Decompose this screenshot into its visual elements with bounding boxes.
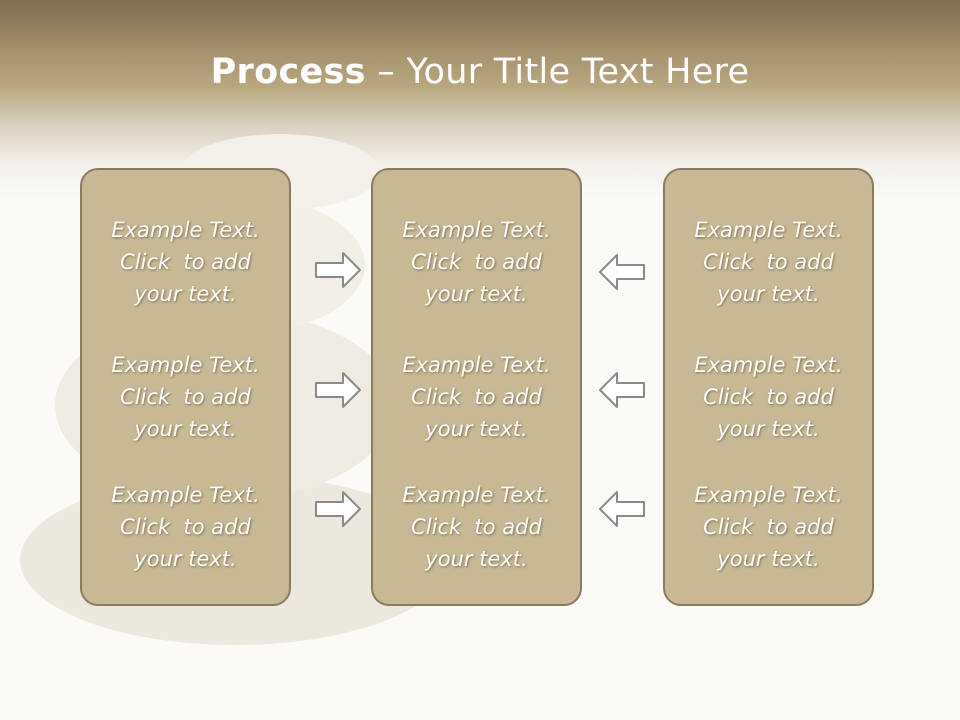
text-line: Click to add (120, 515, 251, 539)
arrow-left-icon[interactable] (597, 370, 647, 410)
center-panel[interactable]: Example Text. Click to add your text. Ex… (371, 168, 582, 606)
text-line: your text. (425, 282, 528, 306)
arrow-left-icon[interactable] (597, 252, 647, 292)
text-line: Example Text. (694, 483, 843, 507)
title-bold: Process (210, 52, 366, 92)
text-line: your text. (717, 417, 820, 441)
text-line: Click to add (411, 250, 542, 274)
text-line: Example Text. (111, 218, 260, 242)
text-line: Click to add (411, 385, 542, 409)
text-line: your text. (425, 547, 528, 571)
text-line: Example Text. (402, 483, 551, 507)
text-line: your text. (717, 282, 820, 306)
text-line: Example Text. (402, 218, 551, 242)
arrow-right-icon[interactable] (313, 370, 363, 410)
text-placeholder[interactable]: Example Text. Click to add your text. (373, 479, 580, 575)
text-placeholder[interactable]: Example Text. Click to add your text. (665, 479, 872, 575)
header-band (0, 0, 960, 200)
text-line: Click to add (411, 515, 542, 539)
text-line: your text. (134, 417, 237, 441)
text-placeholder[interactable]: Example Text. Click to add your text. (373, 349, 580, 445)
text-placeholder[interactable]: Example Text. Click to add your text. (373, 214, 580, 310)
text-line: your text. (717, 547, 820, 571)
right-panel[interactable]: Example Text. Click to add your text. Ex… (663, 168, 874, 606)
title-rest: – Your Title Text Here (365, 52, 750, 92)
text-placeholder[interactable]: Example Text. Click to add your text. (82, 349, 289, 445)
arrow-right-icon[interactable] (313, 250, 363, 290)
text-placeholder[interactable]: Example Text. Click to add your text. (82, 214, 289, 310)
text-line: Example Text. (694, 353, 843, 377)
text-line: your text. (134, 547, 237, 571)
text-line: Click to add (703, 250, 834, 274)
text-line: Example Text. (111, 483, 260, 507)
text-line: Example Text. (402, 353, 551, 377)
slide-title[interactable]: Process – Your Title Text Here (0, 52, 960, 92)
text-placeholder[interactable]: Example Text. Click to add your text. (665, 214, 872, 310)
text-line: Click to add (120, 385, 251, 409)
text-line: your text. (134, 282, 237, 306)
text-line: your text. (425, 417, 528, 441)
arrow-left-icon[interactable] (597, 489, 647, 529)
text-placeholder[interactable]: Example Text. Click to add your text. (665, 349, 872, 445)
text-line: Example Text. (694, 218, 843, 242)
text-line: Click to add (703, 385, 834, 409)
text-line: Click to add (703, 515, 834, 539)
text-line: Click to add (120, 250, 251, 274)
text-line: Example Text. (111, 353, 260, 377)
text-placeholder[interactable]: Example Text. Click to add your text. (82, 479, 289, 575)
arrow-right-icon[interactable] (313, 489, 363, 529)
left-panel[interactable]: Example Text. Click to add your text. Ex… (80, 168, 291, 606)
